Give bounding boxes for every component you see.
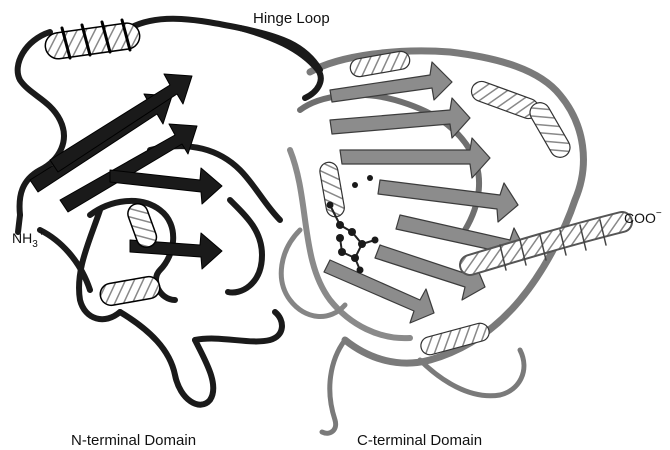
n-terminal-domain-label: N-terminal Domain [71,433,196,448]
c-terminal-domain-ribbon [281,50,622,433]
c-terminus-label: COO− [624,209,662,225]
n-terminus-superscript: + [39,228,45,239]
c-terminus-base: COO [624,210,656,226]
n-terminus-base: NH [12,230,32,246]
n-terminal-domain-ribbon [18,19,320,405]
n-terminus-label: NH3+ [12,229,45,250]
n-terminus-subscript: 3 [32,239,38,250]
c-terminal-domain-label: C-terminal Domain [357,433,482,448]
hinge-loop-label: Hinge Loop [253,11,330,26]
c-terminus-superscript: − [656,208,662,219]
